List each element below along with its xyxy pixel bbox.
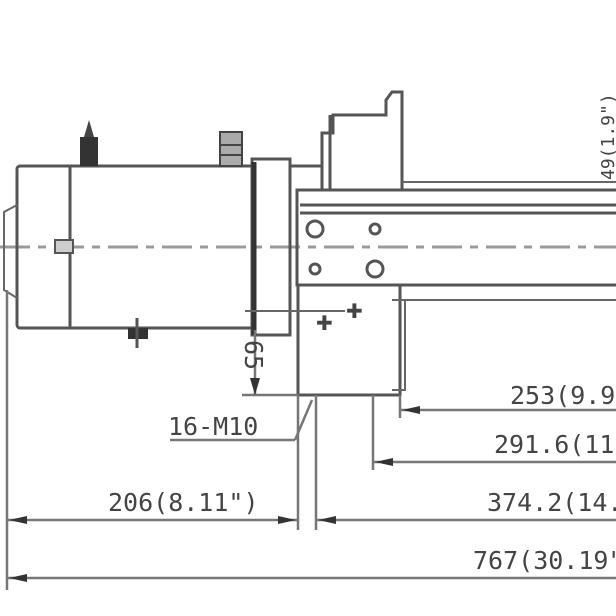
motor: [3, 120, 255, 348]
dimension-253: 253(9.9: [400, 381, 616, 414]
dimension-374-label: 374.2(14.: [487, 488, 616, 517]
dimension-253-label: 253(9.9: [510, 381, 615, 410]
dimension-65: 65: [239, 330, 298, 397]
svg-text:✚: ✚: [346, 301, 363, 323]
thread-label: 16-M10: [168, 412, 258, 441]
flange: [250, 157, 292, 337]
dimension-374: 374.2(14.: [316, 488, 616, 524]
thread-callout: 16-M10: [168, 399, 314, 442]
dimension-49-label: 49(1.9"): [598, 93, 616, 180]
dimension-767-label: 767(30.19": [473, 546, 616, 575]
terminal-left: [80, 137, 98, 166]
dimension-206: 206(8.11"): [7, 488, 298, 524]
dimension-65-label: 65: [239, 340, 268, 370]
dimension-291: 291.6(11.: [373, 430, 616, 466]
svg-text:✚: ✚: [316, 313, 333, 335]
dimension-206-label: 206(8.11"): [108, 488, 259, 517]
dimension-767: 767(30.19": [7, 546, 616, 582]
gearbox: ✚ ✚: [245, 90, 616, 397]
terminal-right: [219, 131, 243, 167]
dimension-291-label: 291.6(11.: [494, 430, 616, 459]
